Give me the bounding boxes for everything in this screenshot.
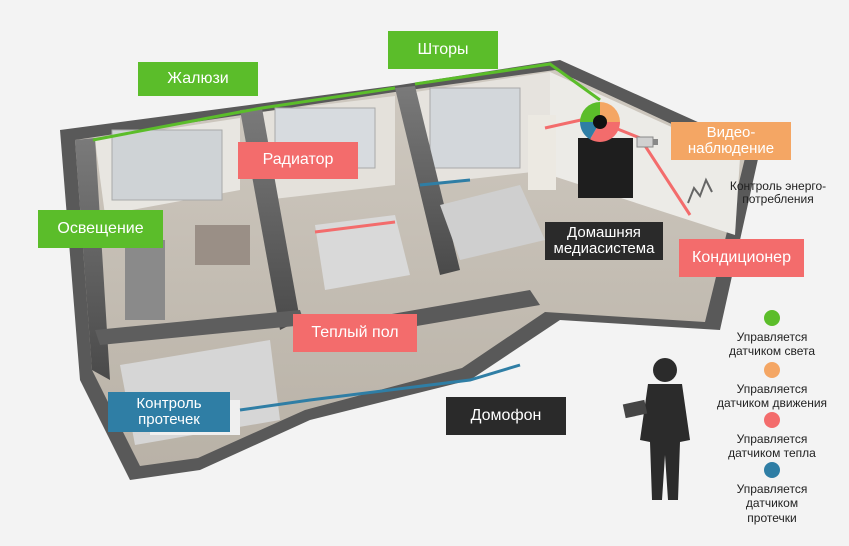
warm-floor-label-text: Теплый пол	[311, 323, 399, 341]
leak-control-label-line1: Контроль	[136, 395, 202, 413]
wall-left	[75, 138, 110, 380]
legend-item-leak-sensor: Управляется датчиком протечки	[712, 462, 832, 525]
intercom-label-text: Домофон	[470, 406, 542, 424]
lighting-label: Освещение	[38, 210, 163, 248]
air-conditioner-label: Кондиционер	[679, 239, 804, 277]
legend-text-line2: датчиком движения	[716, 396, 828, 411]
light-sensor-line-kitchen	[92, 86, 396, 142]
legend-item-light-sensor: Управляется датчиком света	[712, 310, 832, 359]
leak-sensor-line-living	[419, 178, 471, 187]
energy-chart-icon	[687, 177, 713, 204]
leak-control-label: Контроль протечек	[108, 392, 230, 432]
camera-icon	[636, 136, 658, 148]
legend-text-line1: Управляется	[736, 482, 808, 496]
energy-control-label-line1: Контроль энерго-	[729, 179, 827, 194]
lighting-label-text: Освещение	[57, 219, 144, 237]
heat-sensor-line-bedroom	[314, 220, 396, 234]
bed	[315, 215, 410, 290]
legend-text-line2: датчиком	[745, 496, 799, 511]
legend-text-line1: Управляется	[736, 382, 808, 396]
energy-control-label-line2: потребления	[742, 192, 814, 206]
legend-dot-red	[764, 412, 780, 428]
dining-table	[195, 225, 250, 265]
legend-dot-green	[764, 310, 780, 326]
legend-item-heat-sensor: Управляется датчиком тепла	[712, 412, 832, 461]
radiator-label-text: Радиатор	[262, 151, 334, 169]
legend-dot-blue	[764, 462, 780, 478]
window-living	[429, 87, 521, 169]
media-system-label-line1: Домашняя	[567, 224, 641, 242]
legend-item-motion-sensor: Управляется датчиком движения	[712, 362, 832, 411]
light-sensor-line-living	[414, 62, 601, 102]
blinds-label-text: Жалюзи	[167, 69, 229, 87]
sensor-pie-icon	[580, 102, 620, 142]
legend-text-line2: датчиком тепла	[728, 446, 816, 461]
blinds-label: Жалюзи	[138, 62, 258, 96]
media-system-label-line2: медиасистема	[553, 240, 655, 257]
wall-front	[95, 310, 305, 345]
wall-bedroom-living	[395, 86, 460, 275]
person-with-tablet-silhouette	[622, 358, 690, 500]
legend-text-line1: Управляется	[736, 432, 808, 446]
legend-dot-orange	[764, 362, 780, 378]
warm-floor-label: Теплый пол	[293, 314, 417, 352]
legend-text-line1: Управляется	[736, 330, 808, 344]
leak-control-label-line2: протечек	[138, 411, 200, 428]
curtains-label: Шторы	[388, 31, 498, 69]
curtains-label-text: Шторы	[417, 40, 469, 58]
media-system-label: Домашняя медиасистема	[545, 222, 663, 260]
tv-screen	[578, 138, 633, 198]
radiator-label: Радиатор	[238, 142, 358, 179]
legend-text-line3: протечки	[747, 510, 797, 525]
video-surveillance-label-line1: Видео-	[706, 124, 756, 142]
legend-text-line2: датчиком света	[728, 344, 816, 359]
intercom-label: Домофон	[446, 397, 566, 435]
video-surveillance-label-line2: наблюдение	[687, 140, 775, 157]
energy-control-label: Контроль энерго- потребления	[722, 176, 834, 210]
leak-sensor-line	[239, 363, 521, 412]
window-kitchen	[111, 129, 223, 201]
air-conditioner-label-text: Кондиционер	[692, 248, 791, 266]
video-surveillance-label: Видео- наблюдение	[671, 122, 791, 160]
kitchen-counter	[125, 240, 165, 320]
sofa	[440, 185, 545, 260]
